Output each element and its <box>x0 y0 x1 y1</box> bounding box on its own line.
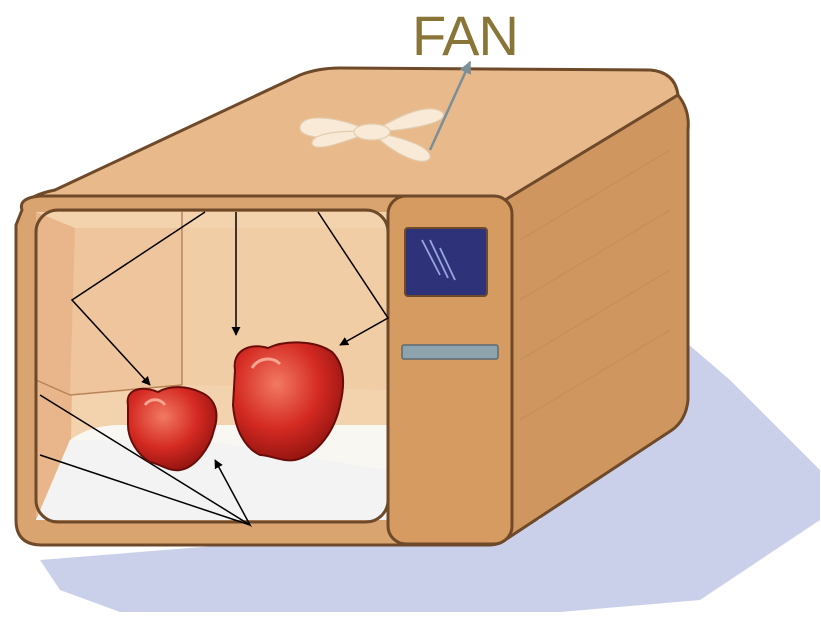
interior-rear-panel <box>70 228 182 395</box>
fan-label: FAN <box>412 4 518 67</box>
door-slot <box>402 345 498 359</box>
